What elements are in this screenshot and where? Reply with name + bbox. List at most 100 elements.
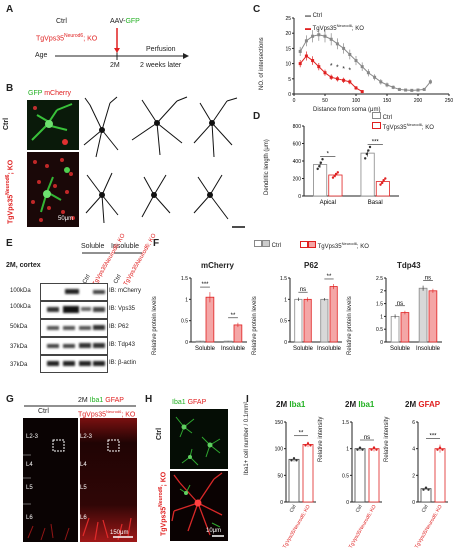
- a-timeline-arrow: [55, 28, 189, 60]
- c-point: [354, 86, 358, 90]
- c-legend-ko: ▬ TgVps35Neurod6; KO: [305, 23, 364, 32]
- i1-y-tick-label: 150: [275, 420, 284, 426]
- h-ctrl-micrograph: [170, 409, 228, 469]
- a-aav-label: AAV-GFP: [110, 18, 140, 25]
- g-scale-label: 150μm: [110, 530, 129, 536]
- i2-y-tick-label: 1: [346, 447, 349, 453]
- i1-dot: [309, 444, 312, 447]
- d-bar: [313, 164, 328, 197]
- i1-dot: [304, 444, 307, 447]
- g-layer-l23-ko: L2-3: [80, 434, 93, 440]
- panel-label-i: I: [246, 394, 249, 405]
- d-dot: [321, 158, 324, 161]
- c-point: [335, 77, 339, 81]
- f2-bar: [294, 298, 303, 343]
- d-category-label: Apical: [320, 200, 336, 206]
- f2-y-tick-label: 0.5: [280, 319, 287, 325]
- d-dot: [335, 172, 338, 176]
- c-x-tick-label: 150: [383, 98, 392, 104]
- f3-bar: [418, 287, 428, 343]
- c-point: [428, 80, 432, 84]
- f-legend-ko: TgVps35Neurod6; KO: [300, 240, 369, 251]
- c-point: [311, 34, 315, 38]
- g-layer-l4: L4: [26, 462, 33, 468]
- i3-category-label: TgVps35Neurod6; KO: [414, 504, 444, 550]
- f2-title: P62: [304, 261, 319, 270]
- e-blot-tdp43: [40, 337, 108, 355]
- g-header: 2M Iba1 GFAP: [78, 397, 124, 404]
- d-ylabel: Dendritic length (μm): [264, 139, 270, 195]
- i1-category-label: Ctrl: [289, 504, 298, 514]
- panel-label-b: B: [6, 83, 14, 94]
- b-neuron-tracings: [83, 96, 245, 228]
- f1-y-tick-label: 0: [185, 340, 188, 346]
- i1-bar: [288, 458, 300, 503]
- f1-bar: [205, 296, 215, 343]
- c-point: [342, 78, 346, 82]
- i3-title: 2M GFAP: [405, 400, 441, 409]
- e-blot-mcherry: [40, 283, 108, 301]
- d-dot: [379, 183, 382, 186]
- c-x-tick-label: 0: [293, 98, 296, 104]
- c-point: [329, 37, 333, 41]
- f2-sig-mark: **: [327, 274, 332, 280]
- c-point: [360, 65, 364, 69]
- e-mw-5: 37kDa: [10, 362, 28, 368]
- e-ib-4: IB: Tdp43: [109, 342, 135, 348]
- c-point: [373, 75, 377, 79]
- g-layer-l6: L6: [26, 515, 33, 521]
- i2-y-tick-label: 0.5: [342, 473, 349, 479]
- e-bracket-lines: [82, 252, 142, 254]
- f1-category-label: Insoluble: [221, 346, 246, 352]
- e-mw-2: 100kDa: [10, 304, 31, 310]
- i2-dot: [375, 448, 378, 451]
- b-ko-label: TgVps35Neurod6; KO: [5, 159, 15, 224]
- i1-y-tick-label: 50: [277, 473, 283, 479]
- e-ib-5: IB: β-actin: [109, 360, 137, 366]
- d-y-tick-label: 200: [293, 177, 302, 183]
- e-ib-1: IB: mCherry: [109, 288, 142, 294]
- c-x-tick-label: 200: [414, 98, 423, 104]
- f2-bar: [329, 286, 338, 343]
- c-point: [366, 71, 370, 75]
- f3-y-tick-label: 2: [380, 289, 383, 295]
- c-y-tick-label: 0: [288, 92, 291, 98]
- i1-y-tick-label: 0: [280, 500, 283, 506]
- f3-sig-mark: ns: [425, 276, 431, 282]
- i3-y-tick-label: 4: [412, 447, 415, 453]
- c-point: [317, 65, 321, 69]
- i2-ylabel: Relative intensity: [318, 416, 324, 462]
- e-mw-4: 37kDa: [10, 344, 28, 350]
- i1-dot: [306, 442, 310, 445]
- e-lane-4: TgVps35Neurod6; KO: [123, 232, 158, 287]
- f2-bar: [303, 298, 312, 343]
- c-point: [323, 34, 327, 38]
- g-layer-l6-ko: L6: [80, 515, 87, 521]
- e-mw-1: 100kDa: [10, 288, 31, 294]
- panel-label-c: C: [253, 4, 261, 15]
- f2-sig-mark: ns: [300, 287, 306, 293]
- h-ctrl-label: Ctrl: [156, 427, 163, 440]
- f1-y-tick-label: 1: [185, 297, 188, 303]
- f2-y-tick-label: 1.5: [280, 276, 287, 282]
- b-ctrl-label: Ctrl: [3, 117, 10, 130]
- g-layer-l5: L5: [26, 485, 33, 491]
- c-point: [323, 71, 327, 75]
- g-header-line: [24, 405, 136, 407]
- d-y-tick-label: 400: [293, 159, 302, 165]
- i3-dot: [436, 448, 439, 451]
- c-y-tick-label: 20: [285, 31, 291, 37]
- f-legend-ctrl: Ctrl: [254, 240, 281, 250]
- i2-dot: [372, 446, 376, 449]
- f1-category-label: Soluble: [195, 346, 216, 352]
- i3-bar: [420, 488, 432, 503]
- g-layer-l23: L2-3: [26, 434, 39, 440]
- a-later-label: 2 weeks later: [140, 62, 182, 69]
- i2-bar: [354, 448, 366, 503]
- f3-y-tick-label: 0.5: [376, 327, 383, 333]
- f3-title: Tdp43: [397, 261, 421, 270]
